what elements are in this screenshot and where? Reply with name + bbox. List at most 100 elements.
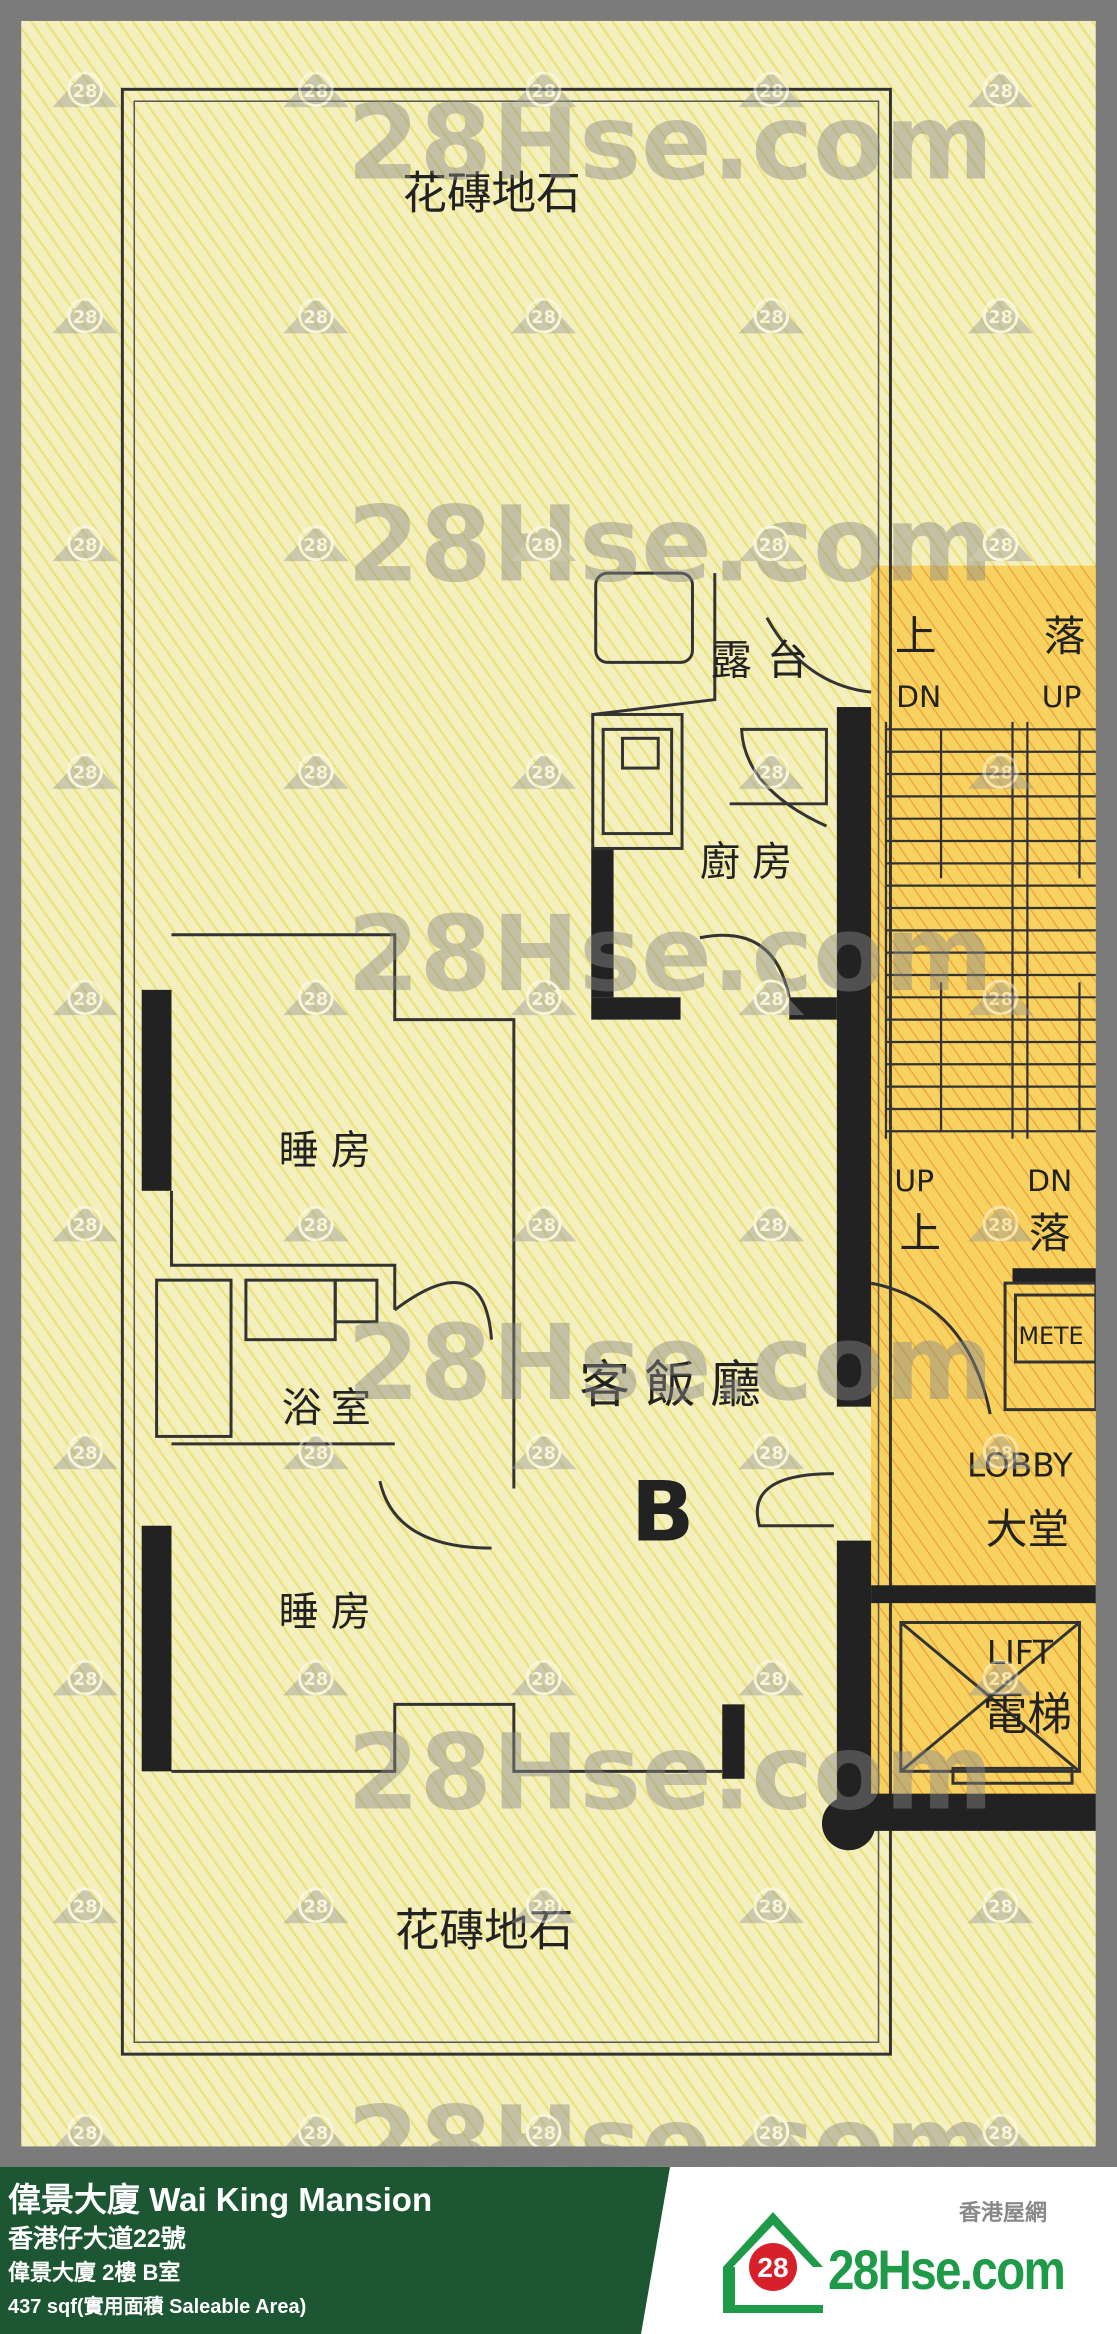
svg-text:28: 28 bbox=[73, 535, 98, 556]
site-logo-text: 28Hse.com bbox=[828, 2238, 1066, 2301]
svg-text:28: 28 bbox=[988, 1669, 1013, 1690]
svg-text:28: 28 bbox=[303, 1669, 328, 1690]
svg-text:28: 28 bbox=[531, 762, 556, 783]
watermark-house-icon: 28 bbox=[52, 1887, 118, 1924]
site-boundary bbox=[120, 87, 892, 2056]
living-dining-label: 客飯廳 bbox=[579, 1355, 775, 1414]
svg-text:28: 28 bbox=[757, 2252, 788, 2283]
svg-text:28: 28 bbox=[759, 1669, 784, 1690]
svg-text:28: 28 bbox=[303, 1215, 328, 1236]
svg-text:28: 28 bbox=[303, 1897, 328, 1918]
watermark-house-icon: 28 bbox=[283, 1205, 349, 1242]
listing-info-panel: 偉景大廈 Wai King Mansion 香港仔大道22號 偉景大廈 2樓 B… bbox=[0, 2167, 670, 2334]
unit-letter: B bbox=[631, 1464, 695, 1561]
svg-text:28: 28 bbox=[531, 2123, 556, 2144]
building-address: 香港仔大道22號 bbox=[8, 2225, 186, 2253]
stair-label: 上 bbox=[899, 1208, 941, 1257]
watermark-house-icon: 28 bbox=[510, 979, 577, 1016]
watermark-house-icon: 28 bbox=[967, 71, 1034, 108]
balcony-label: 露台 bbox=[710, 635, 823, 684]
watermark-text: 28Hse.com bbox=[347, 484, 993, 606]
watermark-house-icon: 28 bbox=[967, 2113, 1034, 2150]
watermark-house-icon: 28 bbox=[738, 1659, 805, 1696]
svg-text:28: 28 bbox=[988, 989, 1013, 1010]
watermark-house-icon: 28 bbox=[283, 525, 349, 562]
stair-label: 上 bbox=[895, 611, 937, 660]
28hse-logo-icon: 28 bbox=[723, 2212, 823, 2313]
watermark-house-icon: 28 bbox=[967, 1887, 1034, 1924]
stairs bbox=[884, 721, 1096, 1139]
watermark-house-icon: 28 bbox=[52, 753, 118, 789]
lobby-label: LOBBY bbox=[967, 1447, 1074, 1485]
watermark-house-icon: 28 bbox=[510, 1433, 577, 1470]
lift-label: LIFT bbox=[987, 1634, 1054, 1672]
watermark-house-icon: 28 bbox=[510, 1659, 577, 1696]
stair-label: DN bbox=[1027, 1164, 1072, 1199]
watermark-house-icon: 28 bbox=[283, 2113, 349, 2150]
saleable-area: 437 sqf(實用面積 Saleable Area) bbox=[8, 2296, 307, 2318]
svg-text:28: 28 bbox=[73, 1215, 98, 1236]
watermark-house-icon: 28 bbox=[510, 1887, 577, 1924]
watermark-house-icon: 28 bbox=[283, 71, 349, 108]
watermark-house-icon: 28 bbox=[738, 753, 805, 789]
watermark-house-icon: 28 bbox=[52, 979, 118, 1016]
watermark-house-icon: 28 bbox=[967, 1433, 1034, 1470]
svg-text:28: 28 bbox=[988, 1897, 1013, 1918]
svg-text:28: 28 bbox=[303, 762, 328, 783]
svg-text:28: 28 bbox=[531, 81, 556, 102]
svg-text:28: 28 bbox=[531, 535, 556, 556]
svg-text:28: 28 bbox=[303, 307, 328, 328]
watermark-house-icon: 28 bbox=[967, 979, 1034, 1016]
watermark-house-icon: 28 bbox=[738, 525, 805, 562]
svg-text:28: 28 bbox=[759, 1897, 784, 1918]
lift-cn-label: 電梯 bbox=[983, 1689, 1072, 1741]
svg-text:28: 28 bbox=[759, 1215, 784, 1236]
watermark-house-icon: 28 bbox=[52, 1659, 118, 1696]
watermark-house-icon: 28 bbox=[738, 1433, 805, 1470]
watermark-house-icon: 28 bbox=[52, 1205, 118, 1242]
svg-text:28: 28 bbox=[759, 307, 784, 328]
watermark-house-icon: 28 bbox=[738, 1205, 805, 1242]
watermark-house-icon: 28 bbox=[738, 297, 805, 334]
svg-text:28: 28 bbox=[73, 2123, 98, 2144]
stair-label: 落 bbox=[1044, 611, 1086, 660]
svg-text:28: 28 bbox=[759, 762, 784, 783]
watermark-house-icon: 28 bbox=[510, 297, 577, 334]
svg-text:28: 28 bbox=[531, 1215, 556, 1236]
watermark-house-icon: 28 bbox=[967, 1205, 1034, 1242]
svg-text:28: 28 bbox=[759, 1443, 784, 1464]
svg-text:28: 28 bbox=[988, 1443, 1013, 1464]
watermark-text: 28Hse.com bbox=[347, 82, 993, 204]
watermark-house-icon: 28 bbox=[283, 1659, 349, 1696]
svg-text:28: 28 bbox=[988, 535, 1013, 556]
svg-text:28: 28 bbox=[988, 762, 1013, 783]
svg-text:28: 28 bbox=[73, 307, 98, 328]
watermark-house-icon: 28 bbox=[967, 297, 1034, 334]
watermark-house-icon: 28 bbox=[967, 753, 1034, 789]
watermark-house-icon: 28 bbox=[967, 1659, 1034, 1696]
watermark-house-icon: 28 bbox=[52, 297, 118, 334]
svg-text:28: 28 bbox=[531, 1897, 556, 1918]
meter-label: METE bbox=[1018, 1322, 1083, 1350]
svg-text:28: 28 bbox=[759, 2123, 784, 2144]
svg-text:28: 28 bbox=[531, 1443, 556, 1464]
svg-text:28: 28 bbox=[759, 535, 784, 556]
svg-text:28: 28 bbox=[303, 1443, 328, 1464]
kitchen-label: 廚房 bbox=[700, 839, 804, 885]
watermark-house-icon: 28 bbox=[738, 979, 805, 1016]
stair-label: 落 bbox=[1029, 1208, 1071, 1257]
svg-text:28: 28 bbox=[303, 989, 328, 1010]
svg-text:28: 28 bbox=[531, 989, 556, 1010]
watermark-house-icon: 28 bbox=[510, 753, 577, 789]
watermark-text: 28Hse.com bbox=[347, 1712, 993, 1834]
watermark-house-icon: 28 bbox=[52, 1433, 118, 1470]
svg-text:28: 28 bbox=[73, 1897, 98, 1918]
watermark-house-icon: 28 bbox=[738, 1887, 805, 1924]
stair-label: UP bbox=[894, 1164, 934, 1199]
watermark-house-icon: 28 bbox=[52, 71, 118, 108]
watermark-house-icon: 28 bbox=[510, 71, 577, 108]
svg-text:28: 28 bbox=[988, 81, 1013, 102]
svg-text:28: 28 bbox=[303, 2123, 328, 2144]
svg-text:28: 28 bbox=[73, 1669, 98, 1690]
